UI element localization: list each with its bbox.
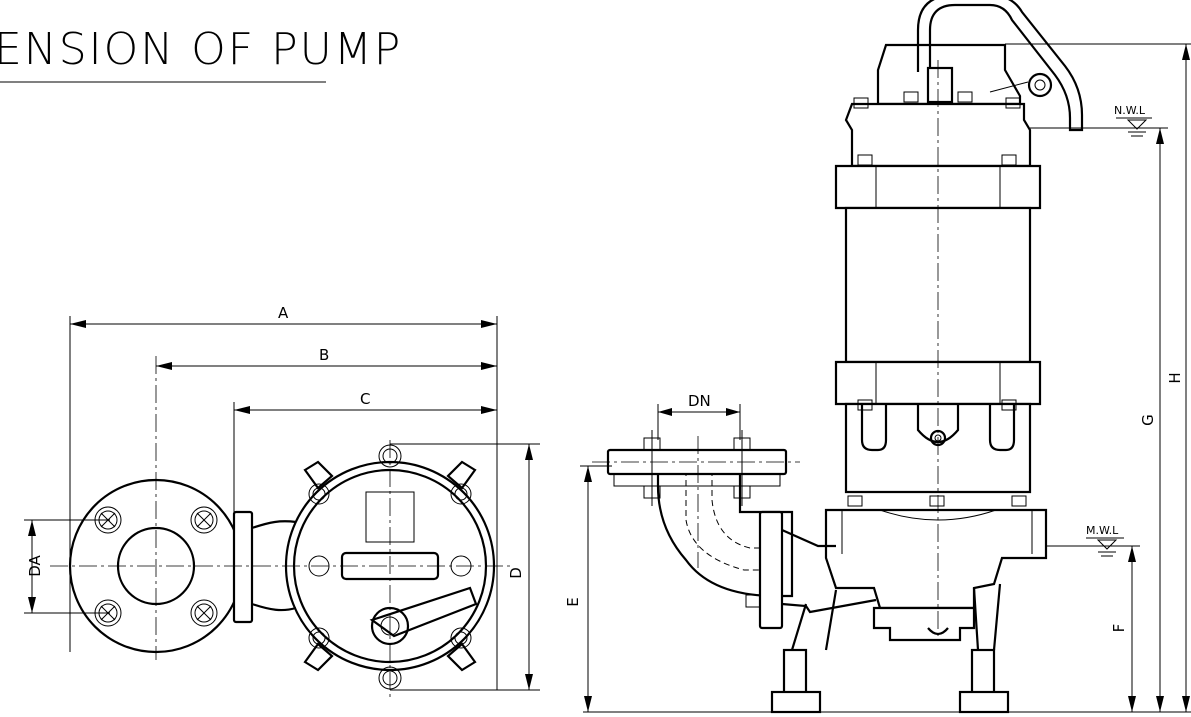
drawing-title: ENSION OF PUMP — [0, 24, 402, 83]
dimension-b: B — [156, 346, 497, 370]
elbow-inner-bore — [685, 470, 760, 571]
discharge-flange-bolts — [643, 430, 751, 506]
volute-bolts — [847, 495, 1027, 507]
casing-ears — [303, 460, 477, 672]
flange-bolt-holes — [94, 506, 218, 627]
dimension-d: D — [390, 443, 540, 691]
dimension-da: DA — [24, 519, 110, 614]
lifting-handle-plan — [369, 586, 478, 638]
title-text: ENSION OF PUMP — [0, 24, 402, 75]
elbow-side-flange — [758, 510, 784, 630]
dimension-a-label: A — [278, 304, 289, 322]
discharge-pipe-plan — [251, 520, 297, 612]
plan-view: A B C D — [24, 304, 540, 700]
housing-lug-left — [860, 404, 888, 452]
dimension-h: H — [1005, 43, 1191, 712]
dimension-d-label: D — [507, 567, 525, 579]
dimension-h-label: H — [1166, 372, 1184, 383]
dimension-c: C — [234, 390, 497, 414]
discharge-flange-edge — [232, 510, 254, 624]
dimension-b-label: B — [319, 346, 329, 364]
dimension-dn: DN — [657, 392, 741, 440]
discharge-flange-plan — [68, 356, 244, 660]
mwl-label: M.W.L — [1086, 524, 1119, 537]
nwl-label: N.W.L — [1114, 104, 1146, 117]
housing-lug-right — [988, 404, 1016, 452]
dimension-g-label: G — [1139, 414, 1157, 426]
base-support — [790, 589, 838, 651]
dimension-f-label: F — [1110, 624, 1128, 633]
cable-gland — [926, 66, 954, 104]
dimension-g: G — [1030, 127, 1168, 712]
dimension-e: E — [564, 465, 612, 712]
dimension-f: F — [1046, 545, 1140, 712]
suction-cover — [872, 606, 976, 642]
dimension-c-label: C — [360, 390, 370, 408]
pump-feet — [770, 583, 1010, 714]
discharge-flange-gasket — [613, 473, 781, 487]
dimension-da-label: DA — [26, 554, 44, 576]
elbow-to-casing — [781, 528, 877, 614]
dimension-e-label: E — [564, 597, 582, 606]
dimension-a: A — [70, 304, 497, 328]
lifting-hook — [916, 0, 1084, 132]
elevation-view: DN E F G — [564, 0, 1191, 714]
dimension-dn-label: DN — [688, 392, 711, 410]
normal-water-level-marker: N.W.L — [1114, 104, 1152, 137]
volute-casing — [824, 508, 1048, 610]
minimum-water-level-marker: M.W.L — [1086, 524, 1124, 557]
